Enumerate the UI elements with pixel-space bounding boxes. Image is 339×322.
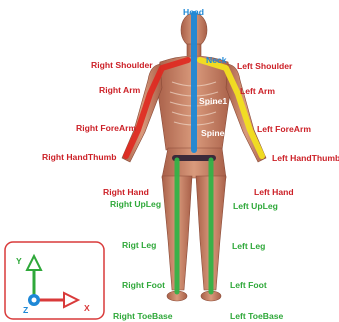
label-head: Head bbox=[183, 8, 204, 17]
label-left-forearm: Left ForeArm bbox=[257, 125, 311, 134]
label-left-upleg: Left UpLeg bbox=[233, 202, 278, 211]
z-axis-origin bbox=[28, 294, 40, 306]
label-left-hand: Left Hand bbox=[254, 188, 294, 197]
label-right-forearm: Right ForeArm bbox=[76, 124, 136, 133]
label-neck: Neck bbox=[206, 56, 227, 65]
label-right-foot: Right Foot bbox=[122, 281, 165, 290]
axis-z-label: Z bbox=[23, 306, 28, 315]
label-right-hand: Right Hand bbox=[103, 188, 149, 197]
label-right-handthumb: Right HandThumb bbox=[42, 153, 116, 162]
label-left-shoulder: Left Shoulder bbox=[237, 62, 292, 71]
label-spine: Spine bbox=[201, 129, 224, 138]
label-left-handthumb: Left HandThumb bbox=[272, 154, 339, 163]
label-right-arm: Right Arm bbox=[99, 86, 140, 95]
label-left-arm: Left Arm bbox=[240, 87, 275, 96]
label-right-toebase: Right ToeBase bbox=[113, 312, 173, 321]
label-right-leg: Rigt Leg bbox=[122, 241, 156, 250]
label-left-leg: Left Leg bbox=[232, 242, 265, 251]
label-left-toebase: Left ToeBase bbox=[230, 312, 283, 321]
label-right-shoulder: Right Shoulder bbox=[91, 61, 153, 70]
label-spine1: Spine1 bbox=[199, 97, 227, 106]
axis-y-label: Y bbox=[16, 257, 22, 266]
label-right-upleg: Right UpLeg bbox=[110, 200, 161, 209]
axis-x-label: X bbox=[84, 304, 90, 313]
label-left-foot: Left Foot bbox=[230, 281, 267, 290]
